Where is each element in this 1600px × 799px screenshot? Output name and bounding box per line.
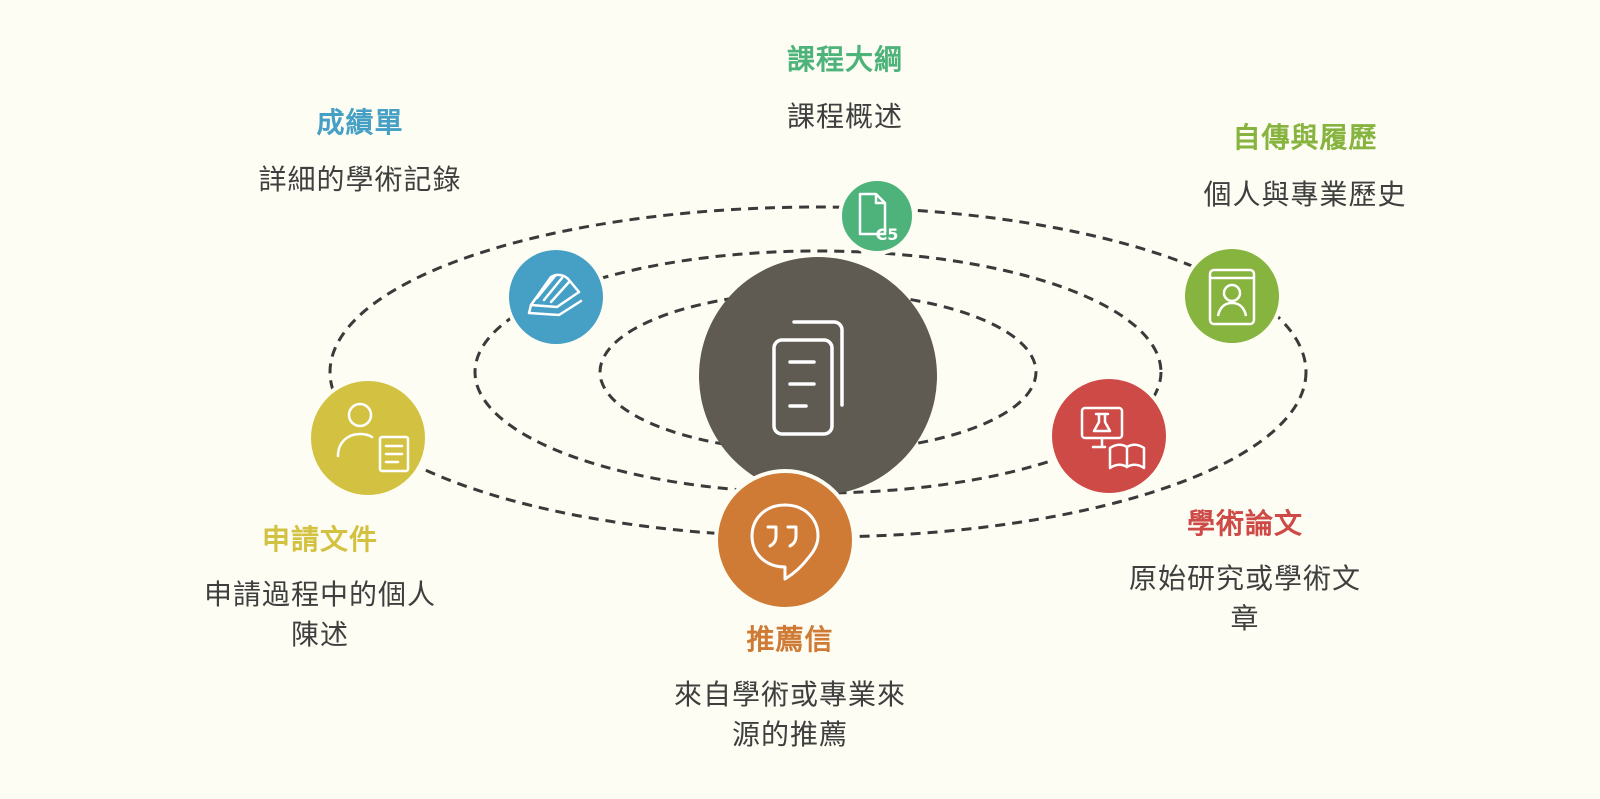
center-circle — [699, 257, 937, 495]
node-paper — [1048, 375, 1170, 497]
label-letter-desc-2: 源的推薦 — [731, 718, 848, 751]
label-letter-desc-1: 來自學術或專業來 — [673, 678, 906, 711]
monitor-flask-book-icon — [1080, 406, 1146, 470]
node-transcript — [505, 246, 607, 348]
file-c5-icon — [858, 192, 887, 236]
node-syllabus-circle — [838, 177, 916, 255]
label-transcript-desc: 詳細的學術記錄 — [258, 163, 462, 196]
label-paper-title: 學術論文 — [1186, 507, 1303, 540]
open-book-icon — [527, 273, 583, 317]
label-paper-desc-2: 章 — [1230, 602, 1260, 635]
orbit-ring-middle — [473, 249, 1163, 495]
label-transcript-title: 成績單 — [316, 106, 404, 139]
label-transcript: 成績單 詳細的學術記錄 — [220, 104, 500, 200]
node-application — [307, 377, 429, 499]
node-cv — [1181, 245, 1283, 347]
label-syllabus-title: 課程大綱 — [786, 43, 903, 76]
node-application-circle — [307, 377, 429, 499]
label-paper-desc-1: 原始研究或學術文 — [1128, 562, 1361, 595]
center-node — [699, 257, 937, 495]
label-application-desc-1: 申請過程中的個人 — [203, 578, 436, 611]
label-cv-desc: 個人與專業歷史 — [1203, 178, 1407, 211]
node-paper-circle — [1048, 375, 1170, 497]
label-letter: 推薦信 來自學術或專業來 源的推薦 — [640, 621, 940, 755]
label-application-title: 申請文件 — [261, 523, 378, 556]
node-letter-circle — [714, 469, 856, 611]
node-syllabus: C5 — [838, 177, 916, 255]
person-document-icon — [336, 402, 410, 473]
node-cv-circle — [1181, 245, 1283, 347]
label-paper: 學術論文 原始研究或學術文 章 — [1095, 505, 1395, 639]
label-cv: 自傳與履歷 個人與專業歷史 — [1155, 119, 1455, 215]
label-syllabus-desc: 課程概述 — [786, 100, 903, 133]
node-letter — [714, 469, 856, 611]
profile-card-icon — [1208, 268, 1256, 326]
label-application: 申請文件 申請過程中的個人 陳述 — [170, 521, 470, 655]
quote-bubble-icon — [750, 503, 820, 581]
documents-icon — [772, 320, 844, 436]
label-letter-title: 推薦信 — [746, 623, 834, 656]
file-c5-icon-text: C5 — [876, 225, 899, 244]
label-application-desc-2: 陳述 — [290, 618, 349, 651]
label-cv-title: 自傳與履歷 — [1232, 121, 1378, 154]
label-syllabus: 課程大綱 課程概述 — [715, 41, 975, 137]
